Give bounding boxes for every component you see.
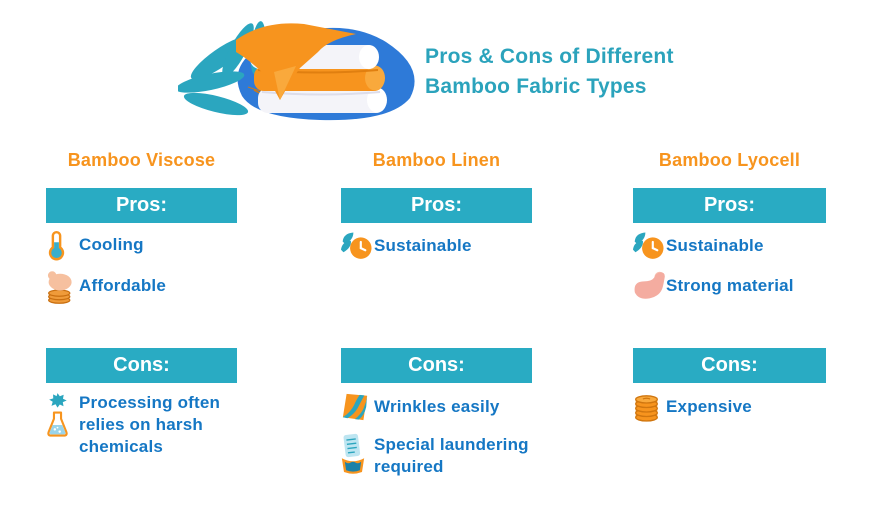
column-title: Bamboo Linen bbox=[372, 150, 501, 170]
cons-list: Wrinkles easily Special laundering requi… bbox=[341, 392, 571, 478]
chemical-flask-icon bbox=[46, 392, 79, 442]
laundry-basin-icon bbox=[341, 432, 374, 476]
column-bamboo-linen: Bamboo Linen Pros: Sustainable Cons: bbox=[341, 148, 532, 518]
strong-arm-icon bbox=[633, 270, 666, 302]
towels-illustration-graphic bbox=[178, 21, 415, 121]
pros-list: Cooling Affordable bbox=[46, 230, 276, 305]
cons-banner: Cons: bbox=[341, 348, 532, 383]
item-special-laundering: Special laundering required bbox=[341, 432, 571, 478]
item-expensive: Expensive bbox=[633, 392, 863, 423]
column-bamboo-lyocell: Bamboo Lyocell Pros: Sustainable bbox=[633, 148, 826, 518]
item-label: Strong material bbox=[666, 275, 794, 295]
page-title-line1: Pros & Cons of Different bbox=[425, 45, 674, 68]
item-label: Sustainable bbox=[374, 236, 472, 256]
page-title-line2: Bamboo Fabric Types bbox=[425, 75, 647, 98]
cons-banner: Cons: bbox=[633, 348, 826, 383]
pros-list: Sustainable Strong material bbox=[633, 230, 863, 302]
item-label: Wrinkles easily bbox=[374, 396, 500, 416]
leaf-clock-icon bbox=[341, 230, 374, 263]
pros-list: Sustainable bbox=[341, 230, 571, 263]
cons-banner: Cons: bbox=[46, 348, 237, 383]
column-bamboo-viscose: Bamboo Viscose Pros: Cooling bbox=[46, 148, 237, 518]
thermometer-icon bbox=[46, 230, 79, 261]
item-label: Special laundering required bbox=[374, 435, 529, 477]
cons-list: Processing often relies on harsh chemica… bbox=[46, 392, 276, 458]
item-strong-material: Strong material bbox=[633, 270, 863, 302]
folded-bamboo-towels-illustration bbox=[178, 10, 426, 124]
item-label: Affordable bbox=[79, 276, 166, 296]
item-sustainable: Sustainable bbox=[341, 230, 571, 263]
column-title: Bamboo Lyocell bbox=[658, 150, 801, 170]
leaf-clock-icon bbox=[633, 230, 666, 263]
wrinkled-fabric-icon bbox=[341, 392, 374, 422]
item-label: Expensive bbox=[666, 397, 752, 417]
page-title: Pros & Cons of Different Bamboo Fabric T… bbox=[425, 42, 715, 102]
item-cooling: Cooling bbox=[46, 230, 276, 261]
pros-banner: Pros: bbox=[341, 188, 532, 223]
item-label: Sustainable bbox=[666, 236, 764, 256]
column-title: Bamboo Viscose bbox=[67, 150, 216, 170]
item-affordable: Affordable bbox=[46, 268, 276, 305]
pros-banner: Pros: bbox=[46, 188, 237, 223]
cons-list: Expensive bbox=[633, 392, 863, 423]
item-wrinkles-easily: Wrinkles easily bbox=[341, 392, 571, 422]
item-sustainable: Sustainable bbox=[633, 230, 863, 263]
pros-banner: Pros: bbox=[633, 188, 826, 223]
coin-stack-icon bbox=[633, 392, 666, 423]
item-label: Cooling bbox=[79, 235, 144, 255]
hand-coins-icon bbox=[46, 268, 79, 305]
item-harsh-chemicals: Processing often relies on harsh chemica… bbox=[46, 392, 276, 458]
item-label: Processing often relies on harsh chemica… bbox=[79, 393, 221, 457]
